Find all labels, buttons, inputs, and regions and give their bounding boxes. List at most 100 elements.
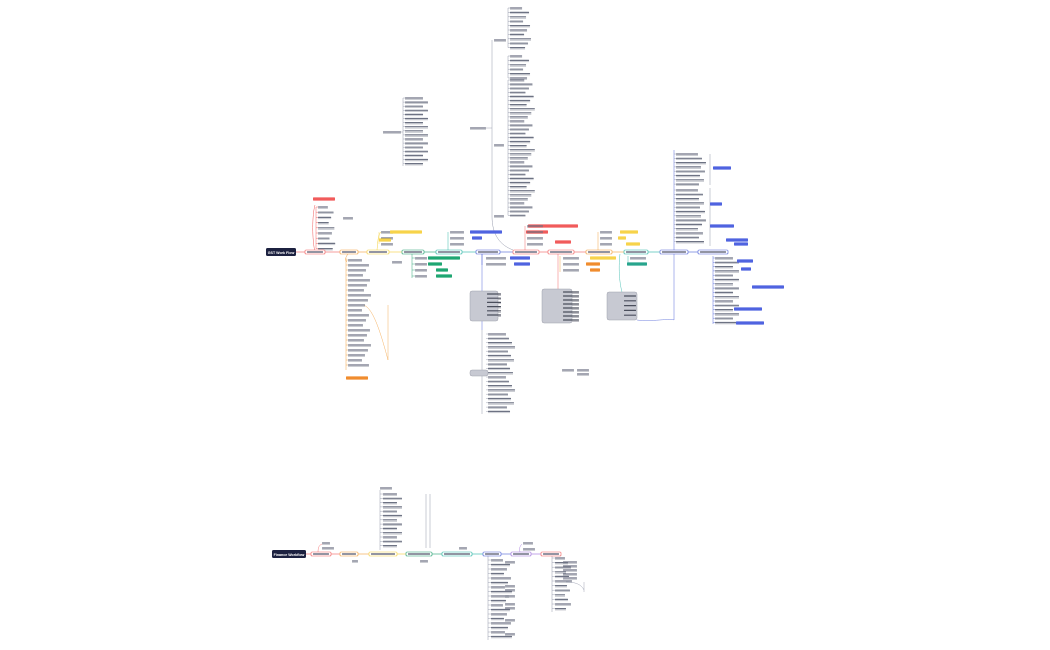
node-text [600,231,612,233]
node-text [318,227,335,229]
node-text [715,283,733,285]
node-text [405,122,423,124]
node-text [527,231,543,233]
node-text [405,154,423,156]
tag-badge [752,285,784,289]
node-text [555,608,566,610]
node-text [555,598,568,600]
node-text [510,47,526,49]
node-text [348,289,364,291]
node-text [630,257,646,259]
node-text [510,136,534,138]
node-text [488,406,507,408]
node-text [563,257,579,259]
node-text [527,243,543,245]
node-text [510,87,529,89]
node-text [405,126,428,128]
node-text [486,257,506,259]
node-text [676,228,698,230]
node-text [676,206,700,208]
node-text [383,510,397,512]
node-text [488,397,511,400]
tag-badge [734,307,762,311]
node-text [491,622,511,624]
connector-path [618,253,623,293]
node-text [676,236,699,238]
node-text [478,251,498,253]
node-text [450,231,464,233]
node-text [408,553,430,555]
node-text [676,202,704,204]
node-text [415,269,427,271]
node-text [318,242,336,244]
node-text [555,571,566,573]
node-text [563,303,579,305]
finance-root-node[interactable] [272,550,306,558]
node-text [577,373,589,375]
node-text [700,251,726,253]
node-text [488,410,510,412]
node-text [383,519,397,521]
connector-path [361,304,389,361]
node-text [348,294,371,296]
node-text [510,132,526,134]
node-text [322,542,330,544]
node-text [383,506,402,508]
node-text [510,190,535,192]
node-text [470,127,486,129]
node-text [510,128,529,130]
node-text [523,548,535,550]
node-text [510,29,528,31]
node-text [405,130,423,132]
node-text [383,514,402,517]
node-text [510,91,526,93]
node-text [510,153,532,155]
node-text [676,174,700,177]
node-text [676,179,704,181]
node-text [405,158,428,161]
node-text [563,299,579,301]
node-text [352,560,358,562]
node-text [491,608,510,611]
node-text [510,140,531,143]
node-text [555,575,569,577]
tag-badge [713,166,731,170]
tag-badge [618,236,626,240]
node-text [488,372,513,374]
node-text [348,314,369,316]
node-text [626,251,646,253]
group-box [469,369,489,377]
node-text [486,263,506,265]
node-text [405,109,428,111]
connector-path [345,253,349,263]
gst-root-node[interactable] [266,248,296,256]
node-text [494,144,504,146]
node-text [624,314,636,316]
finance-root-label: Finance Workflow [274,553,305,557]
node-text [510,177,534,179]
root-nodes[interactable]: GST Work Flow Finance Workflow [266,248,306,558]
node-text [318,237,330,239]
node-text [715,309,733,311]
node-text [348,319,366,321]
node-text [404,251,422,253]
node-text [510,33,525,35]
node-text [715,278,739,281]
node-text [369,251,387,253]
node-text [459,547,467,549]
node-text [676,162,706,164]
node-text [676,170,705,172]
node-text [543,553,559,555]
node-text [510,120,525,122]
node-text [348,269,366,271]
tag-badge [346,376,368,380]
node-text [676,219,706,221]
node-text [444,553,470,555]
node-text [491,559,503,561]
node-text [715,270,739,272]
node-text [510,7,523,9]
node-text [510,161,525,163]
node-text [307,251,323,253]
tag-badge [528,224,578,228]
tag-badge [313,197,335,201]
